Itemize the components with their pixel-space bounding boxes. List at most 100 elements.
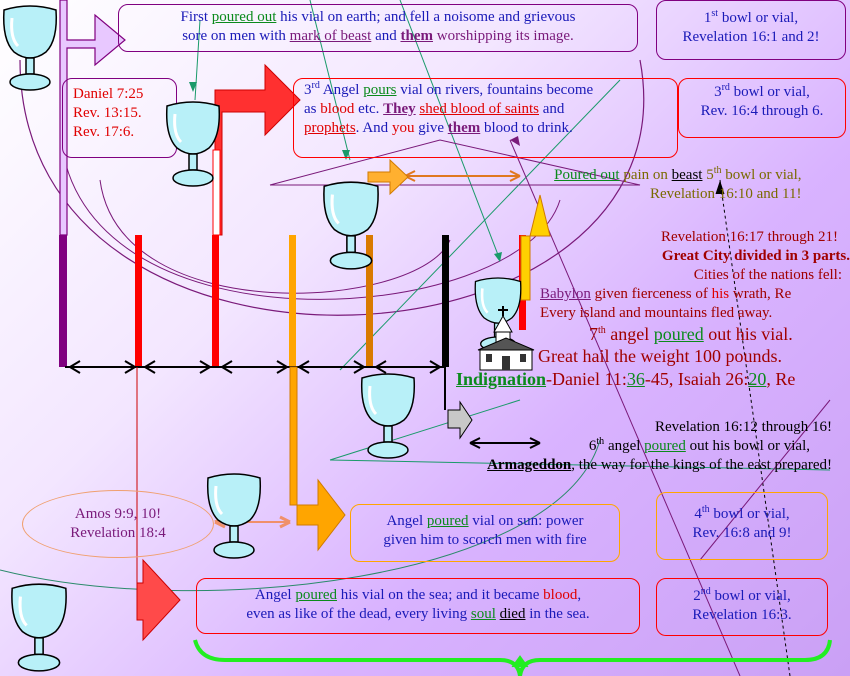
ref-text: Revelation 16:1 and 2! (682, 29, 820, 45)
cup-icon (206, 473, 262, 559)
poured-out-text: Poured out (554, 167, 620, 183)
beast-text: beast (671, 167, 703, 183)
seventh-bowl-text: Revelation 16:17 through 21! Great City … (456, 228, 850, 391)
t: -Daniel 11: (546, 369, 627, 389)
sup: th (701, 504, 710, 515)
poured-out-text: poured out (211, 9, 277, 25)
num-20: 20 (748, 369, 767, 389)
you-text: you (391, 120, 415, 136)
text-a: First (180, 9, 212, 25)
rev-ref: Revelation 18:4 (70, 525, 166, 541)
cup-icon (360, 373, 416, 459)
them-text: them (447, 120, 481, 136)
poured-text: poured (644, 438, 686, 454)
his-text: his (711, 286, 730, 302)
t: Angel (386, 513, 427, 529)
num-36: 36 (626, 369, 645, 389)
second-bowl-label: 2nd bowl or vial, Revelation 16:3. (656, 578, 828, 636)
cup-icon (323, 181, 379, 270)
church-icon (477, 306, 535, 371)
text-b: his vial on earth; and fell a noisome an… (276, 9, 576, 25)
t: , Re (766, 369, 796, 389)
num: 4 (694, 506, 702, 522)
t: and (539, 101, 565, 117)
t: out his vial. (703, 324, 793, 344)
sixth-bowl-text: Revelation 16:12 through 16! 6th angel p… (400, 418, 832, 475)
ref-line: Revelation 16:17 through 21! (660, 229, 838, 245)
daniel-ref: Daniel 7:25 (73, 86, 144, 102)
amos-ref: Amos 9:9, 10! (74, 506, 162, 522)
great-city-line: Great City divided in 3 parts. (661, 248, 850, 264)
num: 1 (703, 10, 712, 26)
cup-icon (2, 5, 58, 91)
first-bowl-label: 1st bowl or vial, Revelation 16:1 and 2! (656, 0, 846, 60)
amos-ellipse: Amos 9:9, 10! Revelation 18:4 (22, 490, 214, 558)
t: bowl or vial, (721, 167, 802, 183)
island-line: Every island and mountains fled away. (540, 305, 773, 321)
label-text: bowl or vial, (709, 506, 790, 522)
sup: nd (700, 586, 711, 597)
t: pain on (619, 167, 672, 183)
daniel-box: Daniel 7:25 Rev. 13:15. Rev. 17:6. (62, 78, 177, 158)
rev-ref-1: Rev. 13:15. (73, 105, 142, 121)
num: 3 (304, 82, 312, 98)
fifth-bowl-text: Poured out pain on beast 5th bowl or via… (528, 165, 802, 204)
t: wrath, Re (729, 286, 792, 302)
sup: th (713, 165, 722, 176)
them-text: them (400, 28, 433, 44)
num: 7 (589, 324, 598, 344)
third-vial-box: 3rd Angel pours vial on rivers, fountain… (293, 78, 678, 158)
t: out his bowl or vial, (685, 438, 810, 454)
t: Angel (319, 82, 364, 98)
num: 6 (588, 438, 597, 454)
text-d: and (371, 28, 401, 44)
cup-icon (165, 101, 221, 187)
ref-text: Revelation 16:3. (692, 607, 792, 623)
t: -45, Isaiah 26: (644, 369, 749, 389)
t: 5 (702, 167, 714, 183)
label-text: bowl or vial, (729, 84, 810, 100)
t: give (414, 120, 448, 136)
t: , the way for the kings of the east prep… (571, 457, 832, 473)
soul-text: soul (470, 606, 496, 622)
mark-of-beast-text: mark of beast (289, 28, 372, 44)
t: in the sea. (525, 606, 590, 622)
text-e: worshipping its image. (432, 28, 574, 44)
poured-text: poured (426, 513, 469, 529)
ref-text: Rev. 16:4 through 6. (700, 103, 824, 119)
num: 2 (693, 588, 701, 604)
t: given him to scorch men with fire (383, 532, 587, 548)
t: even as like of the dead, every living (246, 606, 471, 622)
t: as (304, 101, 321, 117)
cities-line: Cities of the nations fell: (693, 267, 842, 283)
t: his vial on the sea; and it became (336, 587, 544, 603)
died-text: died (499, 606, 526, 622)
t: angel (604, 438, 645, 454)
t: angel (605, 324, 654, 344)
poured-text: poured (295, 587, 337, 603)
ref-text: Revelation 16:10 and 11! (650, 186, 802, 202)
t: vial on sun: power (468, 513, 584, 529)
label-text: bowl or vial, (718, 10, 799, 26)
sup: st (711, 8, 719, 19)
text-c: sore on men with (182, 28, 290, 44)
indignation-text: Indignation (456, 369, 547, 389)
sup: th (598, 325, 606, 336)
third-bowl-label: 3rd bowl or vial, Rev. 16:4 through 6. (678, 78, 846, 138)
t: vial on rivers, fountains become (396, 82, 594, 98)
hail-line: Great hail the weight 100 pounds. (538, 346, 782, 366)
shed-blood-text: shed blood of saints (419, 101, 539, 117)
t: etc. (354, 101, 384, 117)
sup: rd (721, 82, 730, 93)
babylon-text: Babylon (540, 286, 591, 302)
t: , (577, 587, 582, 603)
second-vial-box: Angel poured his vial on the sea; and it… (196, 578, 640, 634)
t: given fierceness of (590, 286, 712, 302)
ref-text: Rev. 16:8 and 9! (692, 525, 792, 541)
label-text: bowl or vial, (710, 588, 791, 604)
they-text: They (383, 101, 416, 117)
blood-text: blood (543, 587, 578, 603)
armageddon-text: Armageddon (487, 457, 572, 473)
fourth-vial-box: Angel poured vial on sun: power given hi… (350, 504, 620, 562)
